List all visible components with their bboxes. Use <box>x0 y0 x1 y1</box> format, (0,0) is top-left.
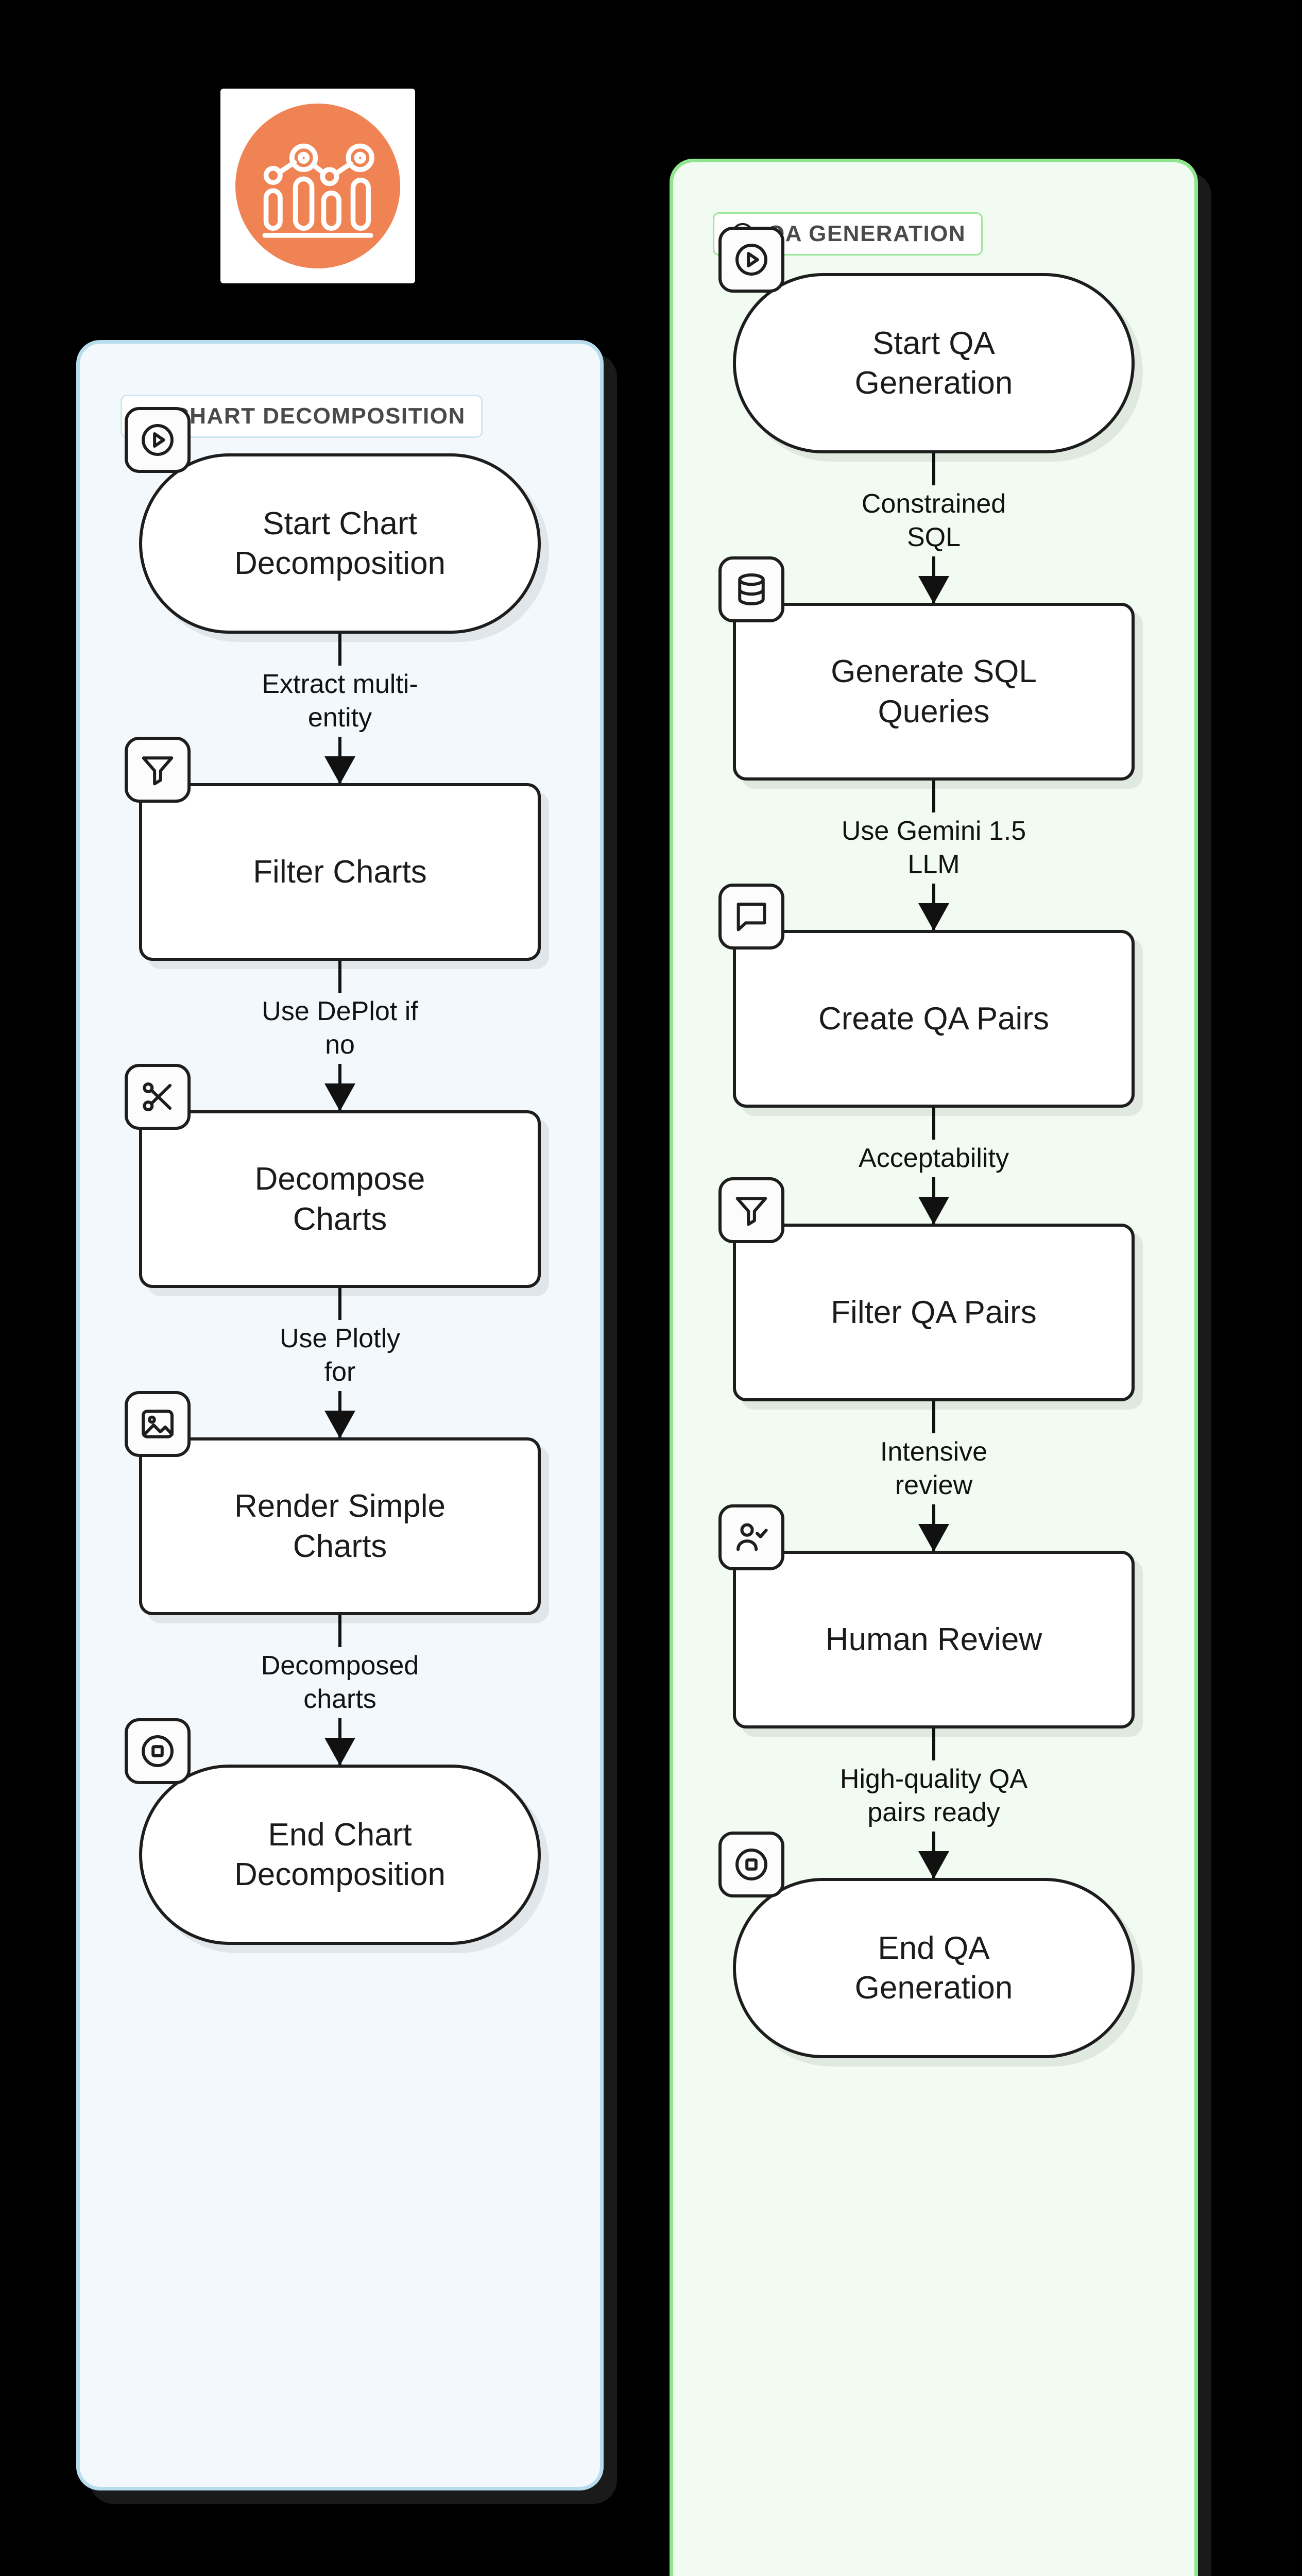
edge-line-top <box>932 1108 935 1140</box>
edge-label: Use DePlot if no <box>262 996 418 1060</box>
flow-edge: Constrained SQL <box>670 453 1198 603</box>
node-badge <box>718 1832 784 1897</box>
image-icon <box>142 1410 174 1438</box>
flow-node-create-qa-pairs[interactable]: Create QA Pairs <box>718 884 1135 1108</box>
flow-node-human-review[interactable]: Human Review <box>718 1504 1135 1728</box>
stop-circle-icon <box>142 1735 174 1767</box>
flow-node-label: Filter Charts <box>253 854 427 890</box>
edge-arrow <box>932 1832 935 1878</box>
panel-label-text: QA GENERATION <box>767 221 966 246</box>
flow-edge: Use DePlot if no <box>76 961 604 1110</box>
database-icon <box>738 573 765 605</box>
edge-arrow <box>932 556 935 603</box>
edge-line-top <box>932 1728 935 1760</box>
app-logo-card <box>220 89 415 283</box>
flow-edge: Use Gemini 1.5 LLM <box>670 781 1198 930</box>
message-square-icon <box>736 902 766 931</box>
flow-edge: Use Plotly for <box>76 1288 604 1437</box>
flow-node-filter-charts[interactable]: Filter Charts <box>125 737 541 961</box>
flow-node-filter-qa-pairs[interactable]: Filter QA Pairs <box>718 1177 1135 1401</box>
edge-label: Decomposed charts <box>261 1651 419 1714</box>
node-badge <box>125 407 191 473</box>
edge-label: Constrained SQL <box>861 489 1006 552</box>
edge-arrow <box>338 1064 341 1110</box>
bar-line-chart-logo-icon <box>262 143 374 238</box>
node-badge <box>125 1064 191 1130</box>
node-badge <box>718 1504 784 1570</box>
edge-line-top <box>338 1288 341 1320</box>
edge-line-top <box>338 1615 341 1647</box>
scissors-icon <box>143 1082 172 1112</box>
node-badge <box>718 884 784 950</box>
flow-node-label: Human Review <box>825 1621 1042 1657</box>
edge-label: Use Gemini 1.5 LLM <box>841 816 1026 879</box>
edge-label: Acceptability <box>859 1143 1009 1173</box>
panel-label-text: CHART DECOMPOSITION <box>173 403 466 429</box>
funnel-icon <box>735 1197 767 1226</box>
flow-node-label: Create QA Pairs <box>818 1001 1049 1037</box>
flow-edge: High-quality QA pairs ready <box>670 1728 1198 1878</box>
edge-label: Extract multi- entity <box>262 669 418 733</box>
flow-node-label: Filter QA Pairs <box>831 1294 1037 1330</box>
flow-edge: Acceptability <box>670 1108 1198 1224</box>
edge-arrow <box>932 1504 935 1551</box>
play-circle-icon <box>735 244 767 276</box>
edge-line-top <box>338 961 341 993</box>
edge-arrow <box>338 1391 341 1437</box>
edge-line-top <box>932 453 935 485</box>
edge-arrow <box>932 1177 935 1224</box>
edge-arrow <box>338 737 341 783</box>
node-badge <box>125 1391 191 1457</box>
node-badge <box>718 1177 784 1243</box>
flow-edge: Intensive review <box>670 1401 1198 1551</box>
node-badge <box>718 227 784 293</box>
node-badge <box>125 1718 191 1784</box>
node-badge <box>125 737 191 803</box>
play-circle-icon <box>142 424 174 456</box>
edge-line-top <box>932 1401 935 1433</box>
edge-label: Intensive review <box>880 1437 988 1500</box>
funnel-icon <box>142 756 174 786</box>
edge-label: High-quality QA pairs ready <box>840 1764 1028 1827</box>
flow-edge: Decomposed charts <box>76 1615 604 1765</box>
stop-circle-icon <box>735 1849 767 1880</box>
flow-edge: Extract multi- entity <box>76 634 604 783</box>
edge-line-top <box>338 634 341 666</box>
user-check-icon <box>736 1523 768 1551</box>
edge-arrow <box>932 884 935 930</box>
logo-circle <box>235 104 400 268</box>
edge-line-top <box>932 781 935 812</box>
edge-arrow <box>338 1718 341 1765</box>
node-badge <box>718 556 784 622</box>
edge-label: Use Plotly for <box>279 1324 401 1387</box>
